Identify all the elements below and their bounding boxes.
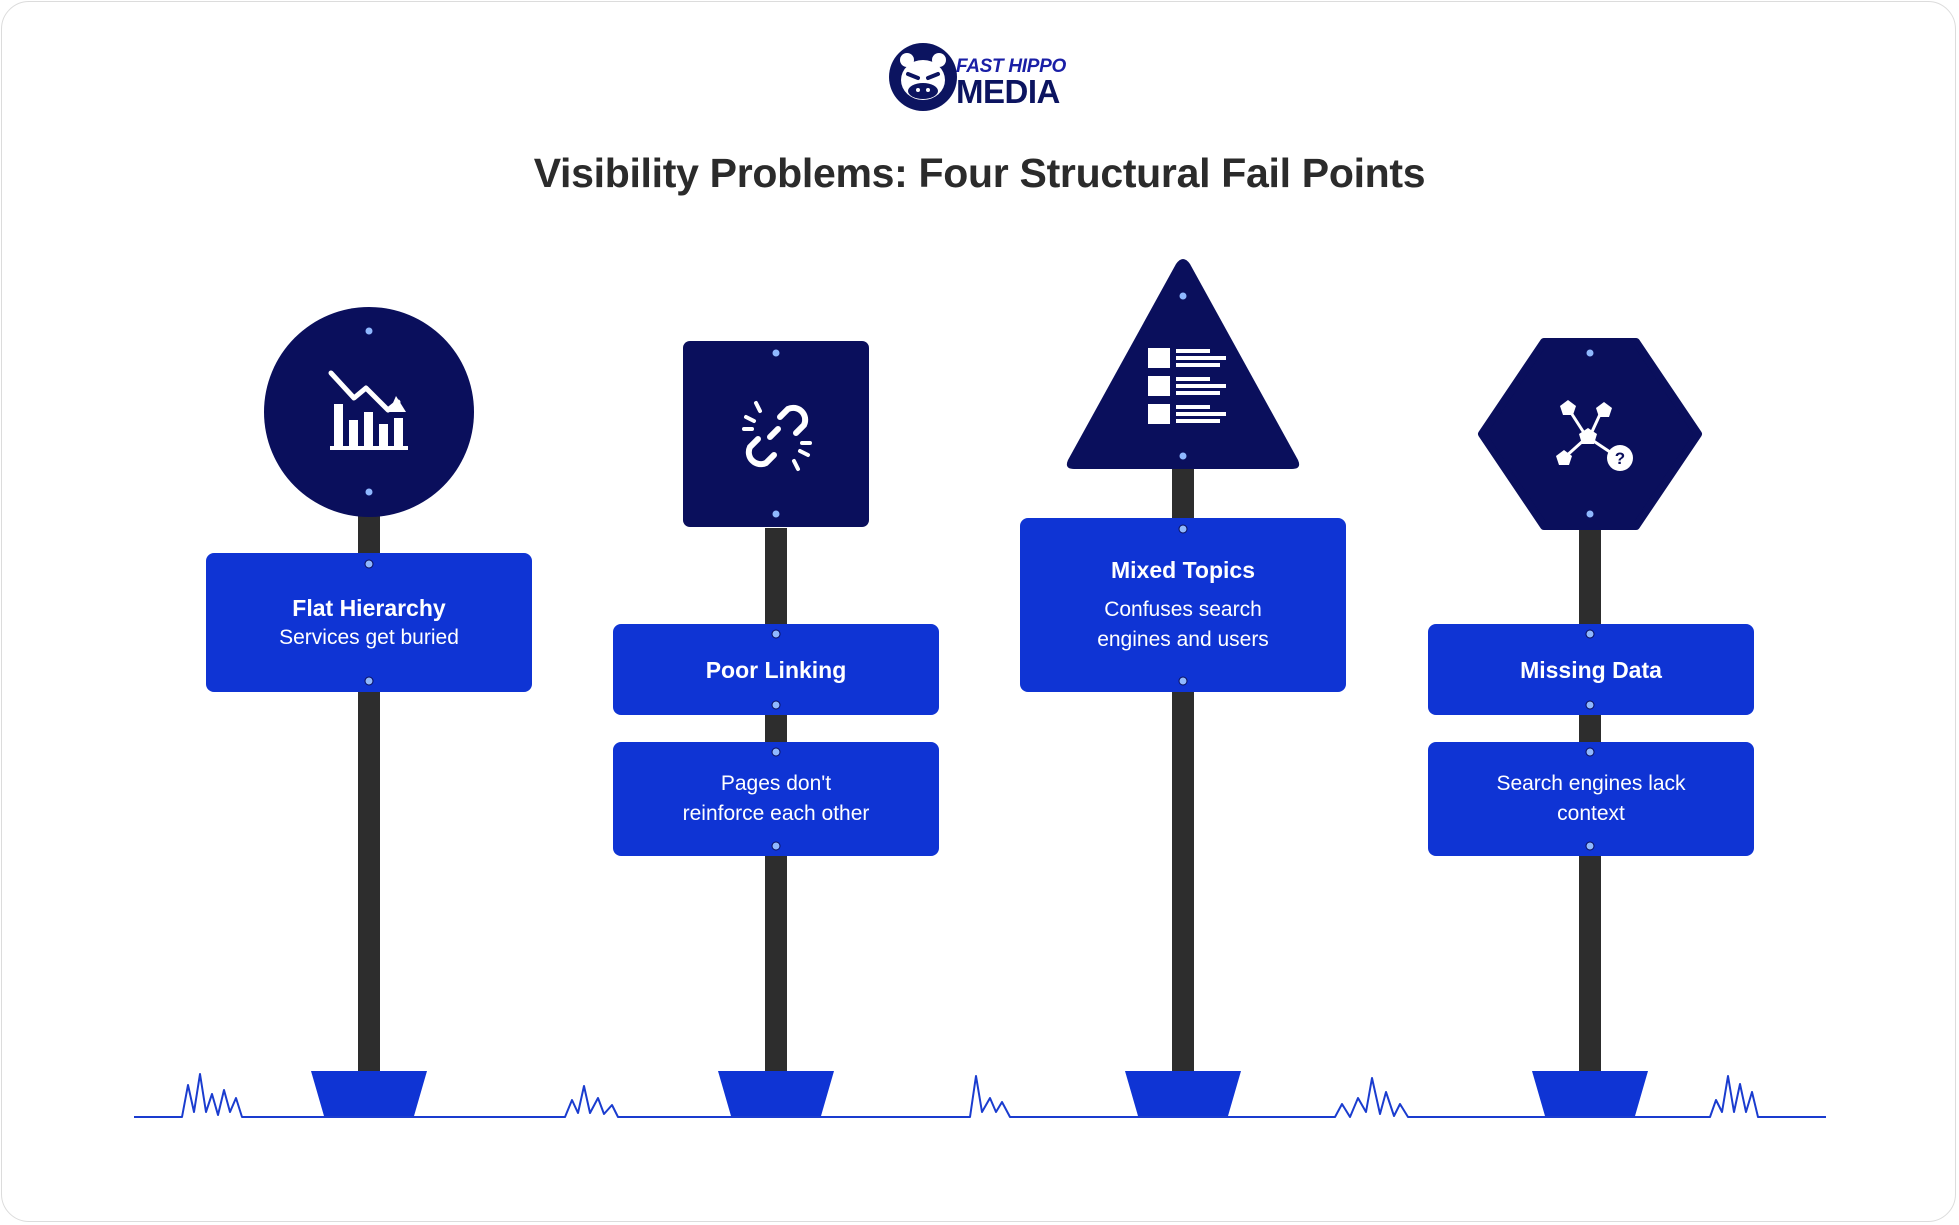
brand-logo: FAST HIPPO MEDIA xyxy=(888,42,1068,114)
sign-plate: Flat Hierarchy Services get buried xyxy=(206,553,532,692)
sign-heading: Missing Data xyxy=(1520,656,1662,683)
sign-text: Services get buried xyxy=(279,625,459,649)
sign-heading: Poor Linking xyxy=(705,656,847,683)
logo-text-top: FAST HIPPO xyxy=(956,56,1066,77)
page-title: Visibility Problems: Four Structural Fai… xyxy=(533,150,1426,196)
sign-base xyxy=(311,1071,427,1116)
logo-text-bottom: MEDIA xyxy=(956,73,1060,110)
sign-plate: Pages don't reinforce each other xyxy=(613,742,939,856)
sign-text: Confuses search engines and users xyxy=(1097,598,1269,651)
hippo-logo-icon xyxy=(889,43,957,111)
sign-plate: Poor Linking xyxy=(613,624,939,715)
sign-heading: Mixed Topics xyxy=(1111,557,1255,583)
sign-base xyxy=(718,1071,834,1116)
sign-text: Pages don't reinforce each other xyxy=(682,772,870,825)
list-icon xyxy=(1148,348,1226,424)
declining-chart-icon xyxy=(328,370,408,450)
sign-text: Search engines lack context xyxy=(1496,772,1686,825)
sign-base xyxy=(1125,1071,1241,1116)
sign-plate: Search engines lack context xyxy=(1428,742,1754,856)
sign-plate: Mixed Topics Confuses search engines and… xyxy=(1020,518,1346,692)
sign-base xyxy=(1532,1071,1648,1116)
network-question-icon: ? xyxy=(1556,400,1633,471)
sign-heading: Flat Hierarchy xyxy=(292,594,446,621)
sign-plate: Missing Data xyxy=(1428,624,1754,715)
broken-link-icon xyxy=(742,401,812,471)
svg-text:?: ? xyxy=(1615,449,1625,468)
